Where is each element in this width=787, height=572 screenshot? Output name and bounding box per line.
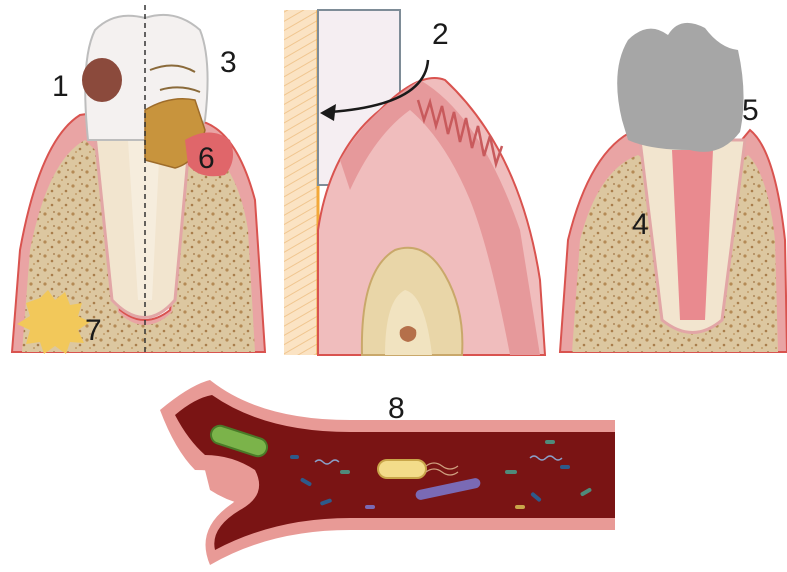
panel-right-crown: 4 5	[560, 23, 787, 352]
panel-middle-sulcus: 2	[284, 10, 545, 355]
label-2: 2	[432, 18, 449, 51]
bacterium-yellow-rod	[378, 460, 426, 478]
label-8: 8	[388, 392, 405, 425]
caries-lesion	[82, 58, 122, 102]
label-6: 6	[198, 142, 215, 175]
label-4: 4	[632, 208, 649, 241]
label-3: 3	[220, 46, 237, 79]
label-1: 1	[52, 70, 69, 103]
prosthetic-crown	[617, 23, 743, 152]
panel-bottom-vessel: 8	[160, 380, 615, 565]
panel-left-tooth: 1 3 6 7	[12, 5, 265, 355]
label-5: 5	[742, 94, 759, 127]
tooth-surface-strip	[284, 10, 318, 355]
label-7: 7	[85, 314, 102, 347]
